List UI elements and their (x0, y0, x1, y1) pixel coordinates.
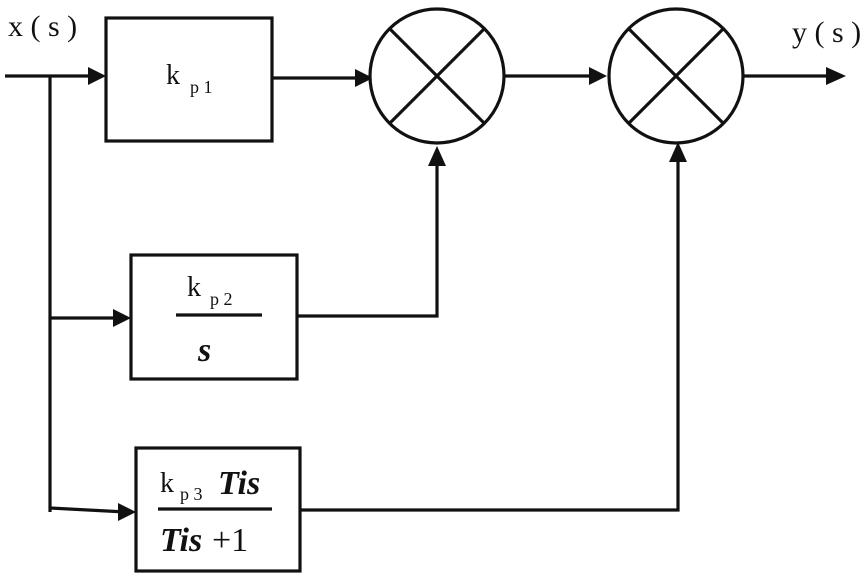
block-kp1: k p 1 (104, 16, 274, 143)
wires (5, 74, 830, 514)
input-label: x ( s ) (8, 10, 77, 43)
arrow-into-junction1-bottom (428, 146, 446, 166)
junction-1-cross-b (388, 27, 486, 125)
block-kp3-gain: k (160, 468, 174, 499)
junction-2-cross-b (627, 27, 725, 125)
branch-to-block3 (49, 506, 127, 514)
block-kp3-tis: k p 3 Tis Tis +1 (134, 446, 302, 573)
block-kp1-subscript: p 1 (190, 77, 213, 97)
block2-to-junction1 (297, 160, 439, 318)
block-kp2-frame (129, 253, 299, 381)
arrow-into-junction1-left (355, 69, 373, 87)
arrow-into-block3 (118, 503, 136, 521)
arrow-into-junction2-left (589, 67, 607, 85)
junction-1 (368, 7, 506, 145)
junction-2 (607, 7, 745, 145)
block-kp1-gain: k (166, 60, 180, 91)
block-kp2-over-s: k p 2 s (129, 253, 299, 381)
arrow-output (826, 67, 846, 85)
arrowheads (88, 67, 846, 521)
block-kp2-gain: k (187, 272, 201, 303)
block-kp3-den-suffix: +1 (212, 522, 248, 559)
block-kp3-num-term: Tis (218, 465, 260, 502)
output-label: y ( s ) (792, 16, 861, 49)
arrow-into-block1 (88, 67, 106, 85)
block-kp3-subscript: p 3 (180, 484, 203, 504)
arrow-into-junction2-bottom (669, 142, 687, 162)
block-kp2-subscript: p 2 (210, 289, 233, 309)
arrow-into-block2 (113, 309, 131, 327)
block3-to-junction2 (300, 158, 680, 512)
block-kp2-denominator: s (197, 332, 211, 369)
block-kp1-frame (104, 16, 274, 143)
block-kp3-den-term: Tis (160, 522, 202, 559)
